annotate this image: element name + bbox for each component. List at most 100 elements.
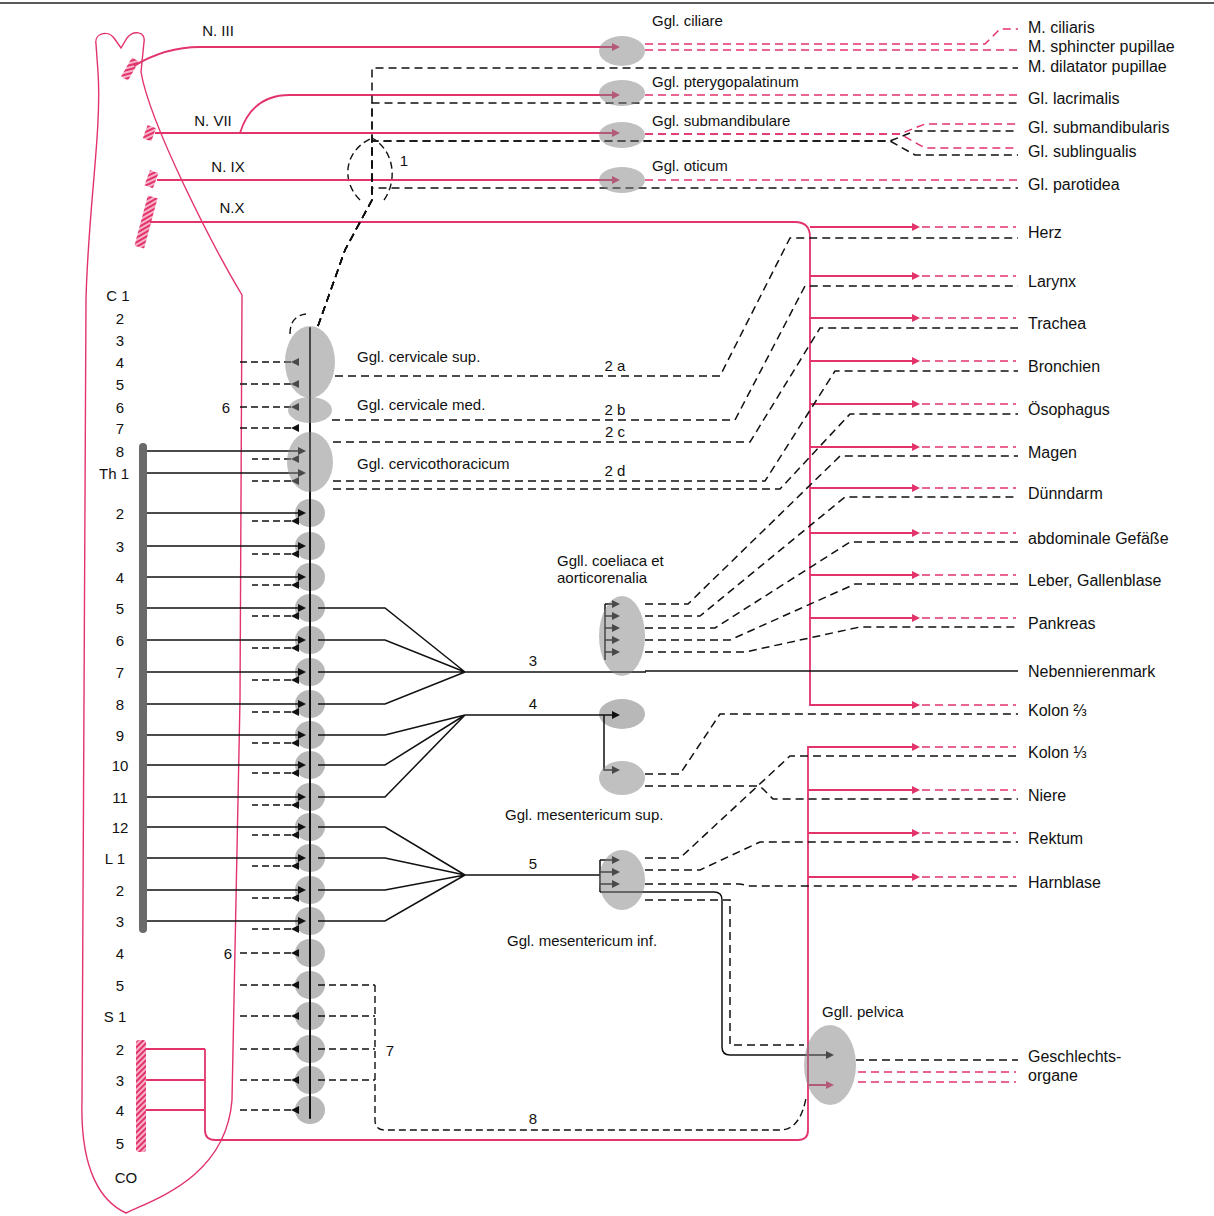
edge-label-holder: 2 a: [603, 358, 628, 373]
label-holder: 5: [527, 856, 539, 871]
segment-label: 6: [114, 633, 126, 648]
label-holder: 12: [110, 820, 131, 835]
segment-label: Th 1: [97, 466, 131, 481]
organ-name: M. sphincter pupillae: [1028, 37, 1175, 56]
organ-name: Nebennierenmark: [1028, 662, 1155, 681]
ganglion-shape: Ggl. mesentericum inf.: [599, 850, 645, 910]
ganglion-label-holder: Ggl. cervicale med.: [357, 396, 485, 413]
segment-label: 5: [114, 1136, 126, 1151]
postganglionic-fiber: [645, 786, 1018, 799]
label-holder: 3: [114, 1073, 126, 1088]
label-holder: 3: [114, 914, 126, 929]
postganglionic-fiber: [645, 756, 1018, 858]
postganglionic-fiber: [645, 842, 1018, 870]
ganglion-label-holder: Ggl. ciliare: [652, 12, 723, 29]
organ-name: Leber, Gallenblase: [1028, 571, 1161, 590]
segment-label: 3: [114, 333, 126, 348]
target-organ: Nebennierenmark: [1018, 662, 1155, 681]
segment-label: 9: [114, 728, 126, 743]
target-organ: Kolon ⅔: [1018, 701, 1087, 720]
label-holder: 10: [110, 758, 131, 773]
edge-label-holder: 2 d: [603, 463, 628, 478]
ganglion-shape: Ggl. cervicale med.: [288, 397, 332, 423]
ganglion-name: Ggl. submandibulare: [652, 112, 790, 129]
target-organ: M. sphincter pupillae: [1018, 37, 1175, 56]
ganglion-shape: Ggl. ciliare: [599, 36, 645, 66]
nerve-label: 1: [398, 153, 410, 168]
target-organ: Herz: [1018, 223, 1062, 242]
segment-label: 4: [114, 1103, 126, 1118]
label-holder: S 1: [102, 1009, 129, 1024]
organ-name: Kolon ⅔: [1028, 701, 1087, 720]
label-holder: 11: [110, 790, 130, 805]
target-organ: Gl. submandibularis: [1018, 118, 1169, 137]
top-rule: [0, 2, 1214, 4]
ganglion-shape: Ggl. pterygopalatinum: [599, 80, 645, 106]
postganglionic-fiber: [645, 94, 1018, 96]
parasympathetic-postganglionic: [858, 227, 1016, 1082]
ganglion-name: Ggl. cervicothoracicum: [357, 455, 510, 472]
postganglionic-fiber: [333, 414, 1018, 489]
segment-label: 3: [114, 539, 126, 554]
label-holder: CO: [113, 1170, 140, 1185]
segment-label: 2: [114, 1042, 126, 1057]
postganglionic-fiber: [645, 627, 1018, 652]
callout-number: 7: [384, 1043, 396, 1058]
organ-name: Trachea: [1028, 314, 1086, 333]
segment-label: L 1: [103, 851, 127, 866]
postganglionic-fiber: [318, 103, 1018, 326]
label-holder: 3: [114, 539, 126, 554]
label-holder: 7: [114, 665, 126, 680]
ganglion-shape: Ggll. pelvica: [804, 1025, 856, 1105]
organ-name: Magen: [1028, 443, 1077, 462]
target-organ: abdominale Gefäße: [1018, 529, 1169, 548]
label-holder: 9: [114, 728, 126, 743]
postganglionic-fiber: [645, 456, 1018, 604]
ganglion-label-holder: Ggl. submandibulare: [652, 112, 790, 129]
ganglion-shape: Ggl. oticum: [599, 167, 645, 193]
callout-number: 5: [527, 856, 539, 871]
target-organ: Geschlechts- organe: [1018, 1047, 1143, 1085]
label-holder: 4: [114, 355, 126, 370]
callout-number: 4: [527, 696, 539, 711]
organ-name: Herz: [1028, 223, 1062, 242]
label-holder: 3: [527, 653, 539, 668]
ganglion-name: Ggl. pterygopalatinum: [652, 73, 799, 90]
postganglionic-fiber: [645, 29, 1018, 44]
segment-label: 10: [110, 758, 131, 773]
nucleus-hatch: [143, 125, 156, 141]
target-organ: Kolon ⅓: [1018, 743, 1087, 762]
label-holder: 2: [114, 1042, 126, 1057]
organ-name: Gl. parotidea: [1028, 175, 1120, 194]
postganglionic-sympathetic: [240, 138, 806, 1130]
label-holder: N. III: [200, 23, 236, 38]
label-holder: 8: [114, 444, 126, 459]
label-holder: 5: [114, 978, 126, 993]
segment-label: 8: [114, 444, 126, 459]
organ-name: Gl. sublingualis: [1028, 142, 1137, 161]
postganglionic-fiber: [318, 131, 1018, 326]
organ-name: Bronchien: [1028, 357, 1100, 376]
arrowheads-black: [291, 358, 834, 1114]
label-holder: 6: [114, 400, 126, 415]
postganglionic-fiber: [645, 49, 1018, 51]
segment-label: S 1: [102, 1009, 129, 1024]
postganglionic-fiber: [333, 328, 1018, 442]
preganglionic-fiber: [645, 670, 1018, 672]
label-holder: 7: [114, 421, 126, 436]
label-holder: 4: [114, 946, 126, 961]
ganglion-shape: Ggl. cervicale sup.: [285, 326, 335, 398]
target-organ: Niere: [1018, 786, 1066, 805]
label-holder: 6: [220, 400, 232, 415]
organ-name: Dünndarm: [1028, 484, 1103, 503]
aorticorenal-ganglion: [599, 699, 645, 729]
callout-number: 3: [527, 653, 539, 668]
segment-label: 5: [114, 601, 126, 616]
label-holder: 4: [114, 570, 126, 585]
target-organ: Pankreas: [1018, 614, 1096, 633]
segment-label: CO: [113, 1170, 140, 1185]
organ-name: Ösophagus: [1028, 400, 1110, 419]
organ-name: Niere: [1028, 786, 1066, 805]
target-organ: M. ciliaris: [1018, 18, 1095, 37]
label-holder: 6: [222, 946, 234, 961]
